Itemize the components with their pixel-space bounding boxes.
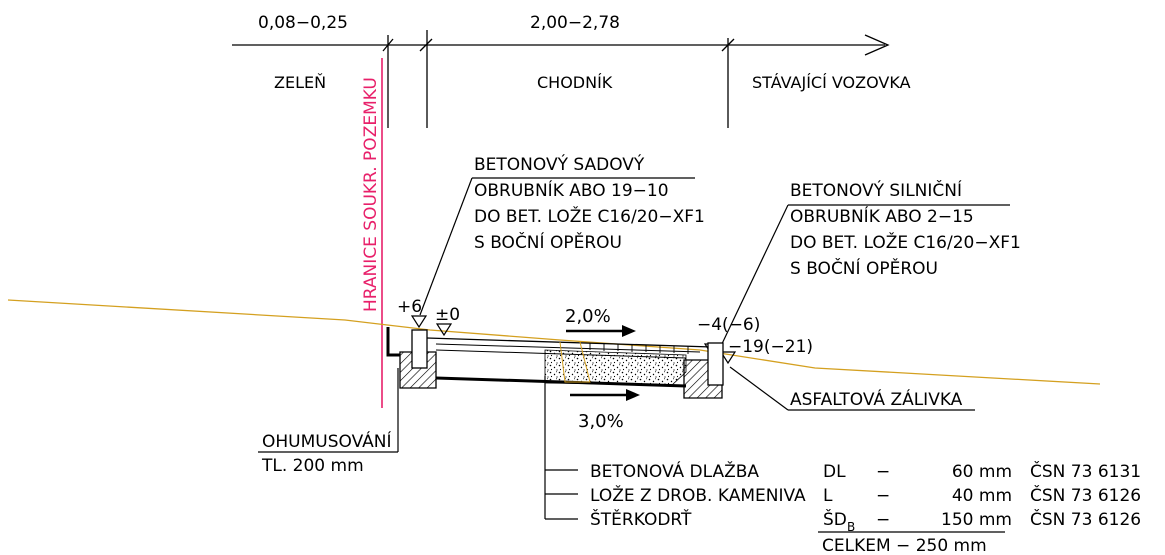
zone-label-road: STÁVAJÍCÍ VOZOVKA <box>752 73 911 92</box>
dimension-tick <box>419 38 433 52</box>
layer-thickness: 150 mm <box>941 510 1012 530</box>
topsoil-label: OHUMUSOVÁNÍ <box>262 430 392 452</box>
property-boundary-label: HRANICE SOUKR. POZEMKU <box>361 77 381 312</box>
layer-dash: − <box>876 486 890 506</box>
right-curb-label-1: BETONOVÝ SILNIČNÍ <box>790 179 962 201</box>
layer-code-subscript: B <box>847 520 855 534</box>
layer-thickness: 40 mm <box>952 486 1012 506</box>
level-marker-icon <box>435 323 453 337</box>
right-curb-label-4: S BOČNÍ OPĚROU <box>790 257 938 279</box>
layer-standard: ČSN 73 6126 <box>1030 508 1141 530</box>
layer-code: DL <box>823 462 846 482</box>
asphalt-joint-label: ASFALTOVÁ ZÁLIVKA <box>790 388 963 410</box>
level-right-top: −4(−6) <box>697 315 760 335</box>
layer-name: ŠTĚRKODRŤ <box>590 508 692 530</box>
total-thickness: CELKEM − 250 mm <box>822 536 987 555</box>
dimension-line <box>232 30 890 128</box>
left-curb-label-4: S BOČNÍ OPĚROU <box>474 231 622 253</box>
level-right-bottom: −19(−21) <box>728 337 813 357</box>
layer-dash: − <box>876 510 890 530</box>
layer-thickness: 60 mm <box>952 462 1012 482</box>
subgrade-slope-arrow-icon <box>570 389 640 401</box>
layer-code: L <box>823 486 833 506</box>
green-width-dimension: 0,08−0,25 <box>258 13 348 33</box>
layer-dash: − <box>876 462 890 482</box>
layer-standard: ČSN 73 6126 <box>1030 484 1141 506</box>
layer-standard: ČSN 73 6131 <box>1030 460 1141 482</box>
left-curb-label-3: DO BET. LOŽE C16/20−XF1 <box>474 205 705 227</box>
terrain-overlap <box>559 341 591 383</box>
zone-label-green: ZELEŇ <box>274 73 326 92</box>
terrain-line <box>7 299 1101 385</box>
zone-label-sidewalk: CHODNÍK <box>537 73 613 92</box>
gravel-base-layer <box>544 349 687 386</box>
leader-line <box>729 366 789 411</box>
right-curb <box>707 342 724 386</box>
surface-slope-label: 2,0% <box>565 306 611 327</box>
right-curb-label-3: DO BET. LOŽE C16/20−XF1 <box>790 231 1021 253</box>
topsoil-thickness: TL. 200 mm <box>261 456 364 476</box>
left-curb-label-1: BETONOVÝ SADOVÝ <box>474 153 645 175</box>
leader-line <box>719 204 789 349</box>
pavement-structure <box>386 327 724 399</box>
level-marker-icon <box>410 315 428 329</box>
left-curb <box>411 329 428 369</box>
sidewalk-width-dimension: 2,00−2,78 <box>530 13 620 33</box>
layer-legend: BETONOVÁ DLAŽBA LOŽE Z DROB. KAMENIVA ŠT… <box>544 376 1141 555</box>
right-curb-label-2: OBRUBNÍK ABO 2−15 <box>790 205 974 227</box>
leader-line <box>419 177 473 316</box>
level-left-zero: ±0 <box>435 305 460 325</box>
layer-code: ŠD <box>823 508 847 530</box>
left-curb-label-2: OBRUBNÍK ABO 19−10 <box>474 179 669 201</box>
layer-name: BETONOVÁ DLAŽBA <box>590 460 759 482</box>
level-marker-icon <box>719 351 737 365</box>
surface-slope-arrow-icon <box>566 325 636 337</box>
level-left-top: +6 <box>397 297 422 317</box>
subgrade-slope-label: 3,0% <box>578 411 624 432</box>
layer-name: LOŽE Z DROB. KAMENIVA <box>590 484 806 506</box>
